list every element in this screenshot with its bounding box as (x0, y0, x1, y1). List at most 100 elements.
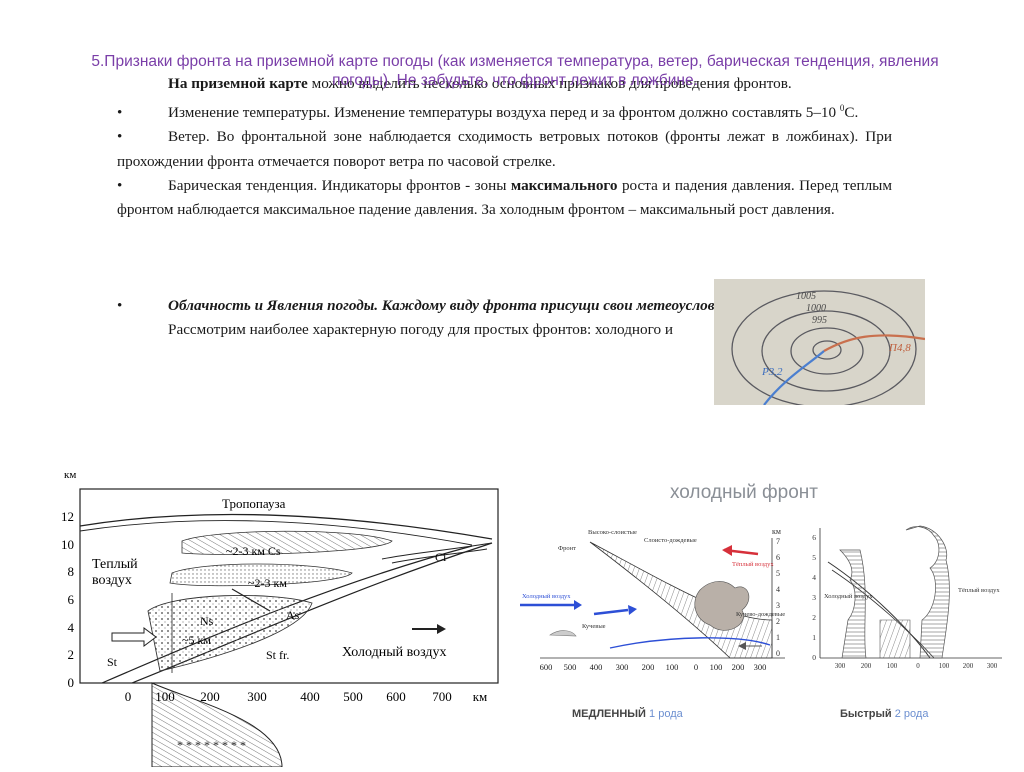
panel1-cumulus: Кучевые (582, 623, 606, 630)
x-tick: 0 (125, 689, 132, 704)
panel1-x-tick: 500 (564, 662, 577, 672)
consider-text: Рассмотрим наиболее характерную погоду д… (168, 321, 674, 339)
panel2-y-tick: 2 (812, 613, 816, 622)
cold-front-title: холодный фронт (670, 482, 818, 503)
bullet: • (117, 176, 123, 194)
ns-thickness-label: ~5 км (182, 633, 211, 647)
as-label: As (286, 608, 300, 622)
rising-pressure-label: П4,8 (888, 342, 911, 354)
ci-label: Ci (435, 550, 447, 564)
warm-air-label: воздух (92, 573, 132, 588)
panel1-x-tick: 0 (694, 662, 698, 672)
cold-front-diagram: холодный фронт км (510, 470, 1024, 767)
st-fr-label: St fr. (266, 648, 289, 662)
slow-front-caption: МЕДЛЕННЫЙ 1 рода (572, 708, 683, 720)
panel1-cold-air: Холодный воздух (522, 593, 571, 600)
panel1-warm-air: Тёплый воздух (732, 561, 774, 568)
pressure-text-b: роста и падения давления. Перед теплым ф… (117, 176, 892, 219)
panel2-x-tick: 0 (916, 662, 920, 670)
panel2-x-tick: 100 (887, 662, 898, 670)
panel1-y-tick: 5 (776, 569, 780, 578)
y-tick: 4 (68, 620, 75, 635)
panel2-y-tick: 4 (812, 573, 816, 582)
x-tick: 200 (200, 689, 220, 704)
x-tick: 600 (386, 689, 406, 704)
panel1-cumulonimbus: Кучево-дождевые (736, 611, 785, 618)
x-tick: км (473, 689, 488, 704)
pressure-text-a: Барическая тенденция. Индикаторы фронтов… (168, 176, 511, 194)
panel1-x-tick: 100 (710, 662, 723, 672)
panel2-y-tick: 5 (812, 553, 816, 562)
x-tick: 300 (247, 689, 267, 704)
panel1-x-tick: 600 (540, 662, 553, 672)
panel2-y-tick: 3 (812, 593, 816, 602)
x-tick: 500 (343, 689, 363, 704)
panel1-nimbostratus: Слоисто-дождевые (644, 537, 697, 544)
panel1-x-tick: 200 (642, 662, 655, 672)
slide-body: На приземной карте можно выделить нескол… (117, 72, 892, 343)
panel2-x-tick: 300 (835, 662, 846, 670)
clouds-text: Облачность и Явления погоды. Каждому вид… (168, 297, 735, 315)
isobar-label: 995 (812, 315, 827, 326)
isobar-sketch-image: 1005 1000 995 Р3,2 П4,8 (714, 279, 925, 405)
intro-paragraph: На приземной карте можно выделить нескол… (117, 72, 892, 96)
panel2-cold-air: Холодный воздух (824, 593, 873, 600)
st-label: St (107, 655, 118, 669)
y-tick: 0 (68, 675, 75, 690)
x-tick: 700 (432, 689, 452, 704)
fast-kind: 2 рода (894, 708, 929, 720)
x-axis: 0 100 200 300 400 500 600 700 км (125, 689, 488, 704)
panel1-front: Фронт (558, 545, 576, 552)
intro-rest: можно выделить несколько основных призна… (307, 75, 792, 92)
ns-label: Ns (200, 614, 214, 628)
temperature-text: Изменение температуры. Изменение темпера… (168, 104, 840, 122)
pressure-item: • Барическая тенденция. Индикаторы фронто… (117, 174, 892, 222)
fast-front-caption: Быстрый 2 рода (840, 708, 928, 720)
consider-paragraph: Рассмотрим наиболее характерную погоду д… (117, 318, 892, 342)
fast-cold-front-panel: Тёплый воздух Холодный воздух 6 5 4 3 2 … (812, 525, 1002, 670)
temperature-sup: 0 (839, 103, 845, 114)
temperature-unit: С. (844, 104, 859, 122)
panel1-x-tick: 400 (590, 662, 603, 672)
panel1-x-tick: 300 (616, 662, 629, 672)
fast-label: Быстрый (840, 708, 892, 720)
cs-label: ~2-3 км Cs (226, 544, 281, 558)
bullet: • (117, 297, 123, 315)
svg-text:* * * * * * * *: * * * * * * * * (177, 738, 246, 752)
panel2-x-tick: 300 (987, 662, 998, 670)
panel1-y-tick: 0 (776, 649, 780, 658)
intro-bold: На приземной карте (168, 75, 308, 92)
panel2-x-tick: 200 (861, 662, 872, 670)
panel1-y-tick: 1 (776, 633, 780, 642)
panel1-y-tick: 7 (776, 537, 780, 546)
tropopause-label: Тропопауза (222, 496, 286, 511)
panel1-altostratus: Высоко-слоистые (588, 529, 637, 536)
panel1-y-tick: 6 (776, 553, 780, 562)
isobar-sketch: 1005 1000 995 Р3,2 П4,8 (714, 279, 925, 405)
wind-item: •Ветер. Во фронтальной зоне наблюдается … (117, 125, 892, 173)
panel2-y-tick: 1 (812, 633, 816, 642)
panel1-y-tick: 4 (776, 585, 780, 594)
y-tick: 6 (68, 592, 75, 607)
y-axis: 12 10 8 6 4 2 0 (61, 509, 75, 690)
temperature-item: • Изменение температуры. Изменение темпер… (117, 96, 892, 125)
panel1-x-tick: 300 (754, 662, 767, 672)
panel2-x-tick: 100 (939, 662, 950, 670)
cold-front-svg: км Холодный воздух Тёплый воздух Фронт К… (520, 525, 1002, 672)
wind-text: Ветер. Во фронтальной зоне наблюдается с… (117, 128, 892, 170)
bullet: • (117, 128, 123, 146)
pressure-bold: максимального (510, 176, 618, 194)
panel2-y-tick: 0 (812, 653, 816, 662)
y-tick: 12 (61, 509, 74, 524)
warm-air-label: Теплый (92, 557, 138, 572)
panel2-y-tick: 6 (812, 533, 816, 542)
y-tick: 2 (68, 647, 75, 662)
bullet: • (117, 104, 123, 122)
panel1-x-tick: 200 (732, 662, 745, 672)
clouds-item: • Облачность и Явления погоды. Каждому ви… (117, 294, 892, 318)
panel1-y-tick: 2 (776, 617, 780, 626)
slow-kind: 1 рода (649, 708, 683, 720)
panel2-x-tick: 200 (963, 662, 974, 670)
y-tick: 8 (68, 564, 75, 579)
x-tick: 100 (155, 689, 175, 704)
